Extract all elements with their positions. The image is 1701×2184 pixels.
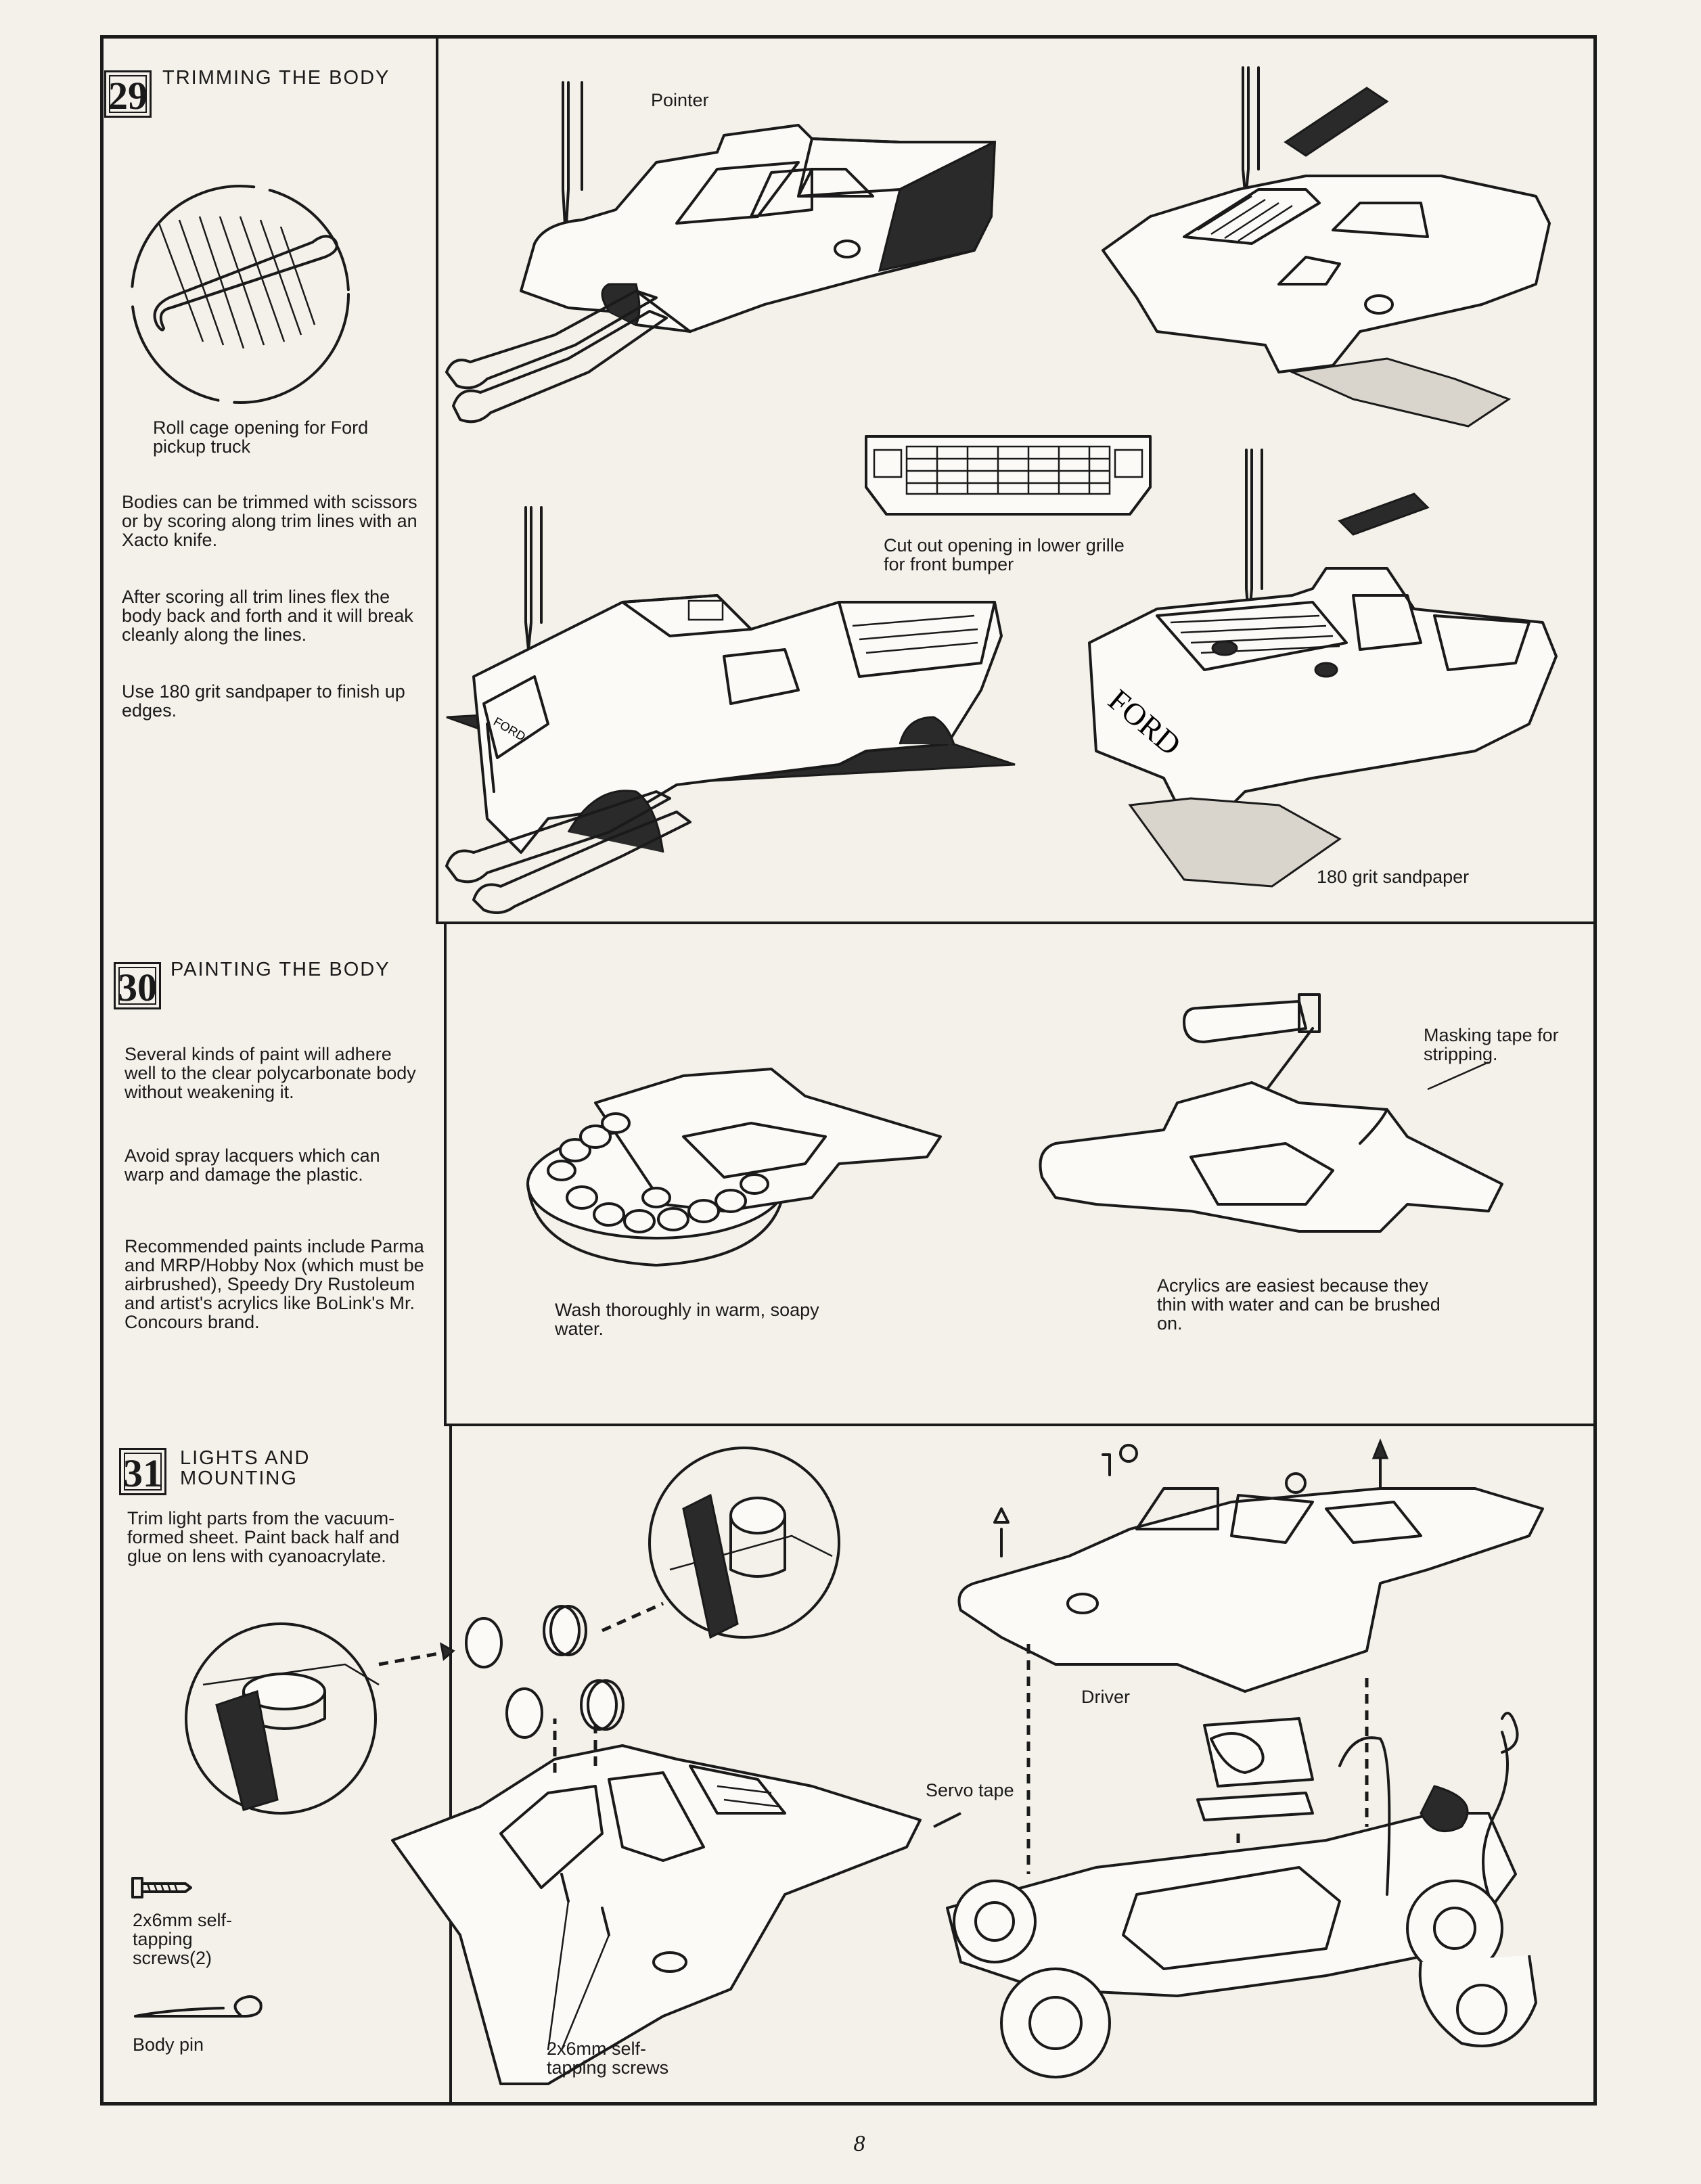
step-29-paragraph-3: Use 180 grit sandpaper to finish up edge… xyxy=(122,681,405,721)
chassis-mounting-illustration xyxy=(933,1438,1544,2078)
roll-cage-sanding-illustration xyxy=(1102,66,1551,428)
step-29-paragraph-1: Bodies can be trimmed with scissors or b… xyxy=(122,492,417,550)
lens-detail-illustration xyxy=(185,1622,380,1815)
lens-glue-detail-illustration xyxy=(648,1447,840,1639)
page-frame xyxy=(100,35,1597,2106)
column-divider xyxy=(444,924,447,1426)
row-divider-29-30 xyxy=(438,922,1597,924)
acrylics-caption: Acrylics are easiest because they thin w… xyxy=(1157,1275,1441,1334)
step-title-line-1: LIGHTS AND xyxy=(180,1447,311,1469)
step-number: 29 xyxy=(104,70,152,118)
step-31-paragraph-1: Trim light parts from the vacuum-formed … xyxy=(127,1508,400,1566)
step-title: PAINTING THE BODY xyxy=(171,959,390,980)
row-divider-30-31 xyxy=(447,1424,1597,1426)
step-title-line-2: MOUNTING xyxy=(180,1468,298,1489)
screws-part-label: 2x6mm self-tapping screws(2) xyxy=(133,1910,233,1968)
sandpaper-label: 180 grit sandpaper xyxy=(1317,867,1470,887)
wash-basin-illustration xyxy=(526,1068,942,1267)
wash-caption: Wash thoroughly in warm, soapy water. xyxy=(555,1300,819,1339)
truck-trim-scissors-illustration: FORD xyxy=(445,506,1016,914)
paint-brush-illustration xyxy=(1039,993,1503,1233)
servo-tape-label: Servo tape xyxy=(926,1780,1014,1800)
step-29-paragraph-2: After scoring all trim lines flex the bo… xyxy=(122,587,413,645)
truck-sanding-illustration: FORD xyxy=(1088,449,1558,888)
lens-parts-illustration xyxy=(378,1601,664,1739)
step-30-paragraph-3: Recommended paints include Parma and MRP… xyxy=(124,1236,424,1332)
step-30-paragraph-2: Avoid spray lacquers which can warp and … xyxy=(124,1145,380,1185)
grille-illustration xyxy=(865,435,1152,516)
step-number: 31 xyxy=(119,1448,166,1495)
roll-cage-caption: Roll cage opening for Ford pickup truck xyxy=(153,417,369,457)
driver-label: Driver xyxy=(1081,1687,1130,1707)
page-number: 8 xyxy=(853,2131,865,2156)
step-number: 30 xyxy=(114,962,161,1009)
body-pin-label: Body pin xyxy=(133,2034,204,2055)
screw-icon xyxy=(131,1877,192,1898)
roll-cage-detail-illustration xyxy=(131,185,350,404)
body-screws-illustration xyxy=(391,1719,922,2085)
step-title: TRIMMING THE BODY xyxy=(162,67,390,89)
screws-callout-label: 2x6mm self-tapping screws xyxy=(547,2039,669,2078)
column-divider xyxy=(449,1426,452,2103)
column-divider xyxy=(436,38,438,924)
body-pin-icon xyxy=(134,1995,263,2018)
pointer-label: Pointer xyxy=(651,90,709,110)
grille-caption: Cut out opening in lower grille for fron… xyxy=(884,535,1125,574)
body-trim-scissors-illustration xyxy=(445,81,996,424)
masking-tape-label: Masking tape for stripping. xyxy=(1424,1025,1559,1064)
step-30-paragraph-1: Several kinds of paint will adhere well … xyxy=(124,1044,416,1102)
